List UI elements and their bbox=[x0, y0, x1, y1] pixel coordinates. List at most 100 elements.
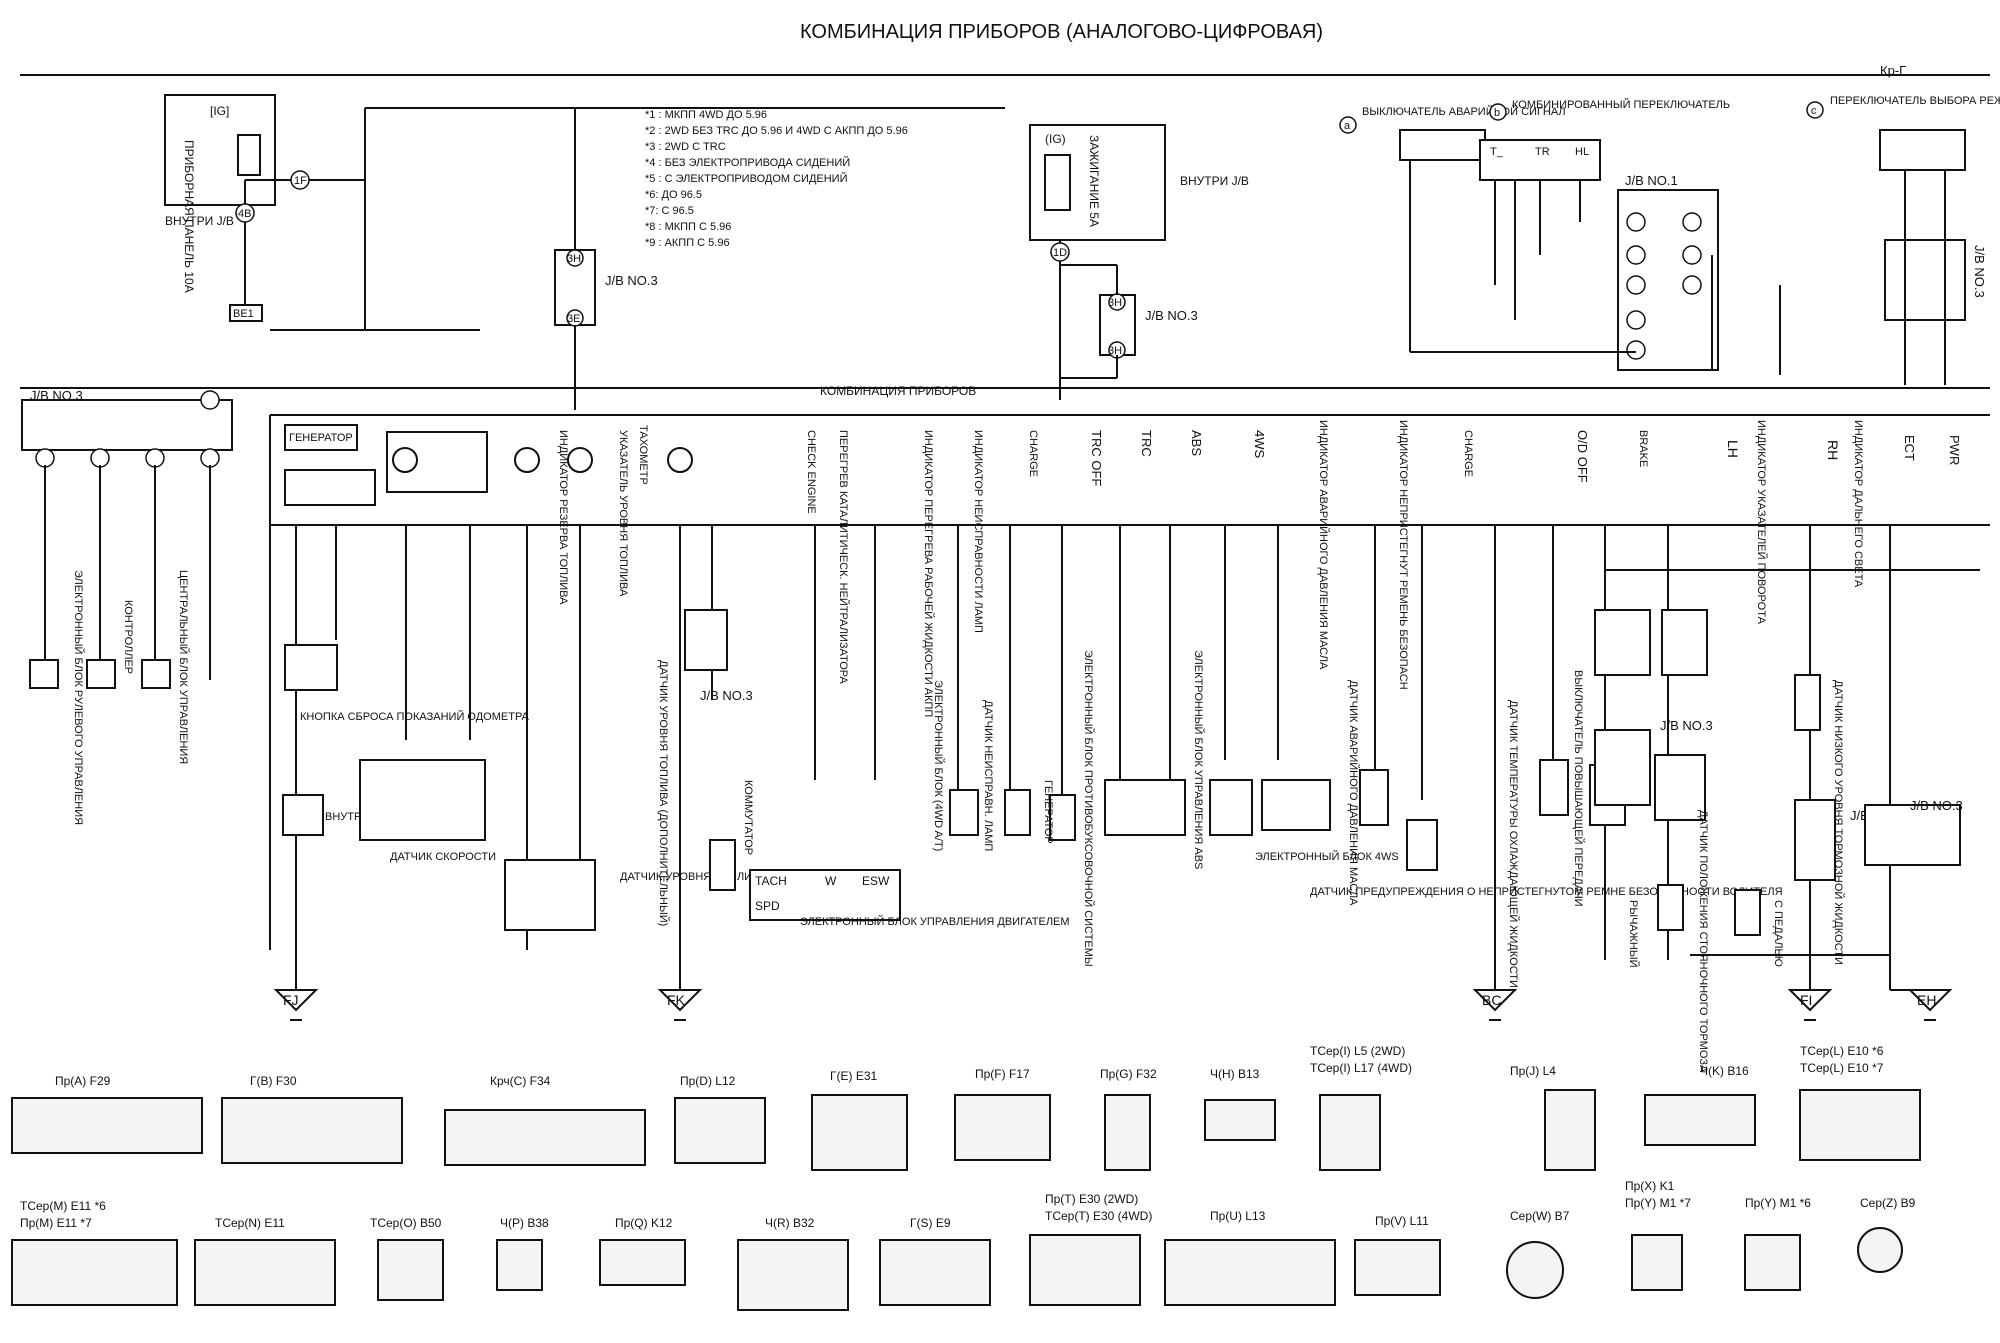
bottom-label-19: ДАТЧИК ПОЛОЖЕНИЯ СТОЯНОЧНОГО ТОРМОЗА bbox=[1697, 810, 1709, 1073]
ground-eh-label: EH bbox=[1917, 992, 1936, 1008]
note-1: *1 : МКПП 4WD ДО 5.96 bbox=[645, 109, 767, 121]
ignition-fuse-label: ЗАЖИГАНИЕ 5А bbox=[1087, 135, 1101, 227]
ground-fj: FJ bbox=[273, 950, 319, 1021]
hazard-switch-label: ВЫКЛЮЧАТЕЛЬ АВАРИЙНОЙ СИГНАЛ bbox=[1362, 105, 1566, 118]
ind-label-19: ИНДИКАТОР УКАЗАТЕЛЕЙ ПОВОРОТА bbox=[1755, 420, 1768, 625]
svg-text:4B: 4B bbox=[238, 208, 251, 220]
section-label: КОМБИНАЦИЯ ПРИБОРОВ bbox=[820, 384, 976, 398]
conn2-7: Г(S) E9 bbox=[910, 1216, 951, 1230]
ind-label-16: O/D OFF bbox=[1575, 430, 1590, 483]
bottom-label-6: ЭЛЕКТРОННЫЙ БЛОК (4WD A/T) bbox=[932, 680, 945, 851]
note-8: *8 : МКПП С 5.96 bbox=[645, 221, 731, 233]
conn2-12: Сер(W) B7 bbox=[1510, 1209, 1570, 1223]
connector-row-1: Пр(A) F29 Г(B) F30 Крч(C) F34 Пр(D) L12 … bbox=[11, 1044, 1921, 1171]
bottom-label-4: ДАТЧИК УРОВНЯ ТОПЛИВА (ДОПОЛНИТЕЛЬНЫЙ) bbox=[657, 660, 670, 926]
bottom-label-13: ДАТЧИК ПРЕДУПРЕЖДЕНИЯ О НЕПРИСТЕГНУТОМ Р… bbox=[1310, 886, 1783, 898]
note-7: *7: С 96.5 bbox=[645, 205, 694, 217]
ind-label-7: ИНДИКАТОР НЕИСПРАВНОСТИ ЛАМП bbox=[972, 430, 984, 633]
conn1-11: Ч(K) B16 bbox=[1700, 1064, 1749, 1078]
conn2-8: Пр(T) E30 (2WD) bbox=[1045, 1192, 1138, 1206]
ecu-tach: TACH bbox=[755, 874, 787, 888]
ind-label-18: LH bbox=[1725, 440, 1741, 458]
conn1-1: Г(B) F30 bbox=[250, 1074, 297, 1088]
ecu-esw: ESW bbox=[862, 874, 890, 888]
ind-label-10: TRC bbox=[1139, 430, 1154, 457]
note-6: *6: ДО 96.5 bbox=[645, 189, 702, 201]
ecu-w: W bbox=[825, 874, 837, 888]
conn2-14: Пр(Y) M1 *7 bbox=[1625, 1196, 1691, 1210]
conn2-9: TCep(T) E30 (4WD) bbox=[1045, 1209, 1152, 1223]
conn2-2: TCep(N) E11 bbox=[215, 1216, 285, 1230]
ground-fj-label: FJ bbox=[283, 992, 299, 1008]
svg-text:3H: 3H bbox=[1108, 297, 1122, 309]
note-5: *5 : С ЭЛЕКТРОПРИВОДОМ СИДЕНИЙ bbox=[645, 172, 848, 185]
combo-switch-label: КОМБИНИРОВАННЫЙ ПЕРЕКЛЮЧАТЕЛЬ bbox=[1512, 98, 1730, 111]
connector-row-2: TCep(M) E11 *6 Пр(M) E11 *7 TCep(N) E11 … bbox=[11, 1179, 1916, 1311]
conn2-13: Пр(X) K1 bbox=[1625, 1179, 1675, 1193]
generator-label: ГЕНЕРАТОР bbox=[289, 432, 353, 444]
bottom-label-11: ЭЛЕКТРОННЫЙ БЛОК 4WS bbox=[1255, 850, 1399, 863]
ind-label-4: CHECK ENGINE bbox=[805, 430, 817, 514]
conn2-11: Пр(V) L11 bbox=[1375, 1214, 1429, 1228]
svg-text:T_: T_ bbox=[1490, 146, 1504, 158]
bottom-label-8: ГЕНЕРАТОР bbox=[1042, 780, 1054, 844]
svg-text:1D: 1D bbox=[1053, 247, 1067, 259]
bottom-label-14: ДАТЧИК ТЕМПЕРАТУРЫ ОХЛАЖДАЮЩЕЙ ЖИДКОСТИ bbox=[1507, 700, 1520, 988]
ind-label-9: TRC OFF bbox=[1089, 430, 1104, 486]
ind-label-8: CHARGE bbox=[1027, 430, 1039, 477]
speed-sensor bbox=[359, 759, 486, 841]
legend-notes: *1 : МКПП 4WD ДО 5.96 *2 : 2WD БЕЗ TRC Д… bbox=[645, 109, 908, 249]
jb-label-a: J/B NO.3 bbox=[605, 273, 658, 288]
ind-label-15: CHARGE bbox=[1462, 430, 1474, 477]
ground-bc: BC bbox=[1472, 989, 1518, 1021]
ind-label-6: ИНДИКАТОР ПЕРЕГРЕВА РАБОЧЕЙ ЖИДКОСТИ АКП… bbox=[922, 430, 935, 717]
conn2-0: TCep(M) E11 *6 bbox=[20, 1199, 106, 1213]
ground-fk: FK bbox=[657, 950, 703, 1021]
conn2-15: Пр(Y) M1 *6 bbox=[1745, 1196, 1811, 1210]
ind-label-22: ECT bbox=[1902, 435, 1917, 461]
ground-fi: FI bbox=[1787, 989, 1833, 1021]
jb-label-c: J/B NO.1 bbox=[1625, 173, 1678, 188]
left-item-1: ЭЛЕКТРОННЫЙ БЛОК РУЛЕВОГО УПРАВЛЕНИЯ bbox=[72, 570, 85, 825]
fuse-panel-block: [IG] ПРИБОРНАЯ ПАНЕЛЬ 10А ВНУТРИ J/B bbox=[164, 94, 276, 293]
conn1-4: Г(E) E31 bbox=[830, 1069, 878, 1083]
at-mode-label: ПЕРЕКЛЮЧАТЕЛЬ ВЫБОРА РЕЖИМА РАБОТЫ АКПП bbox=[1830, 95, 2000, 107]
ignition-fuse-block: (IG) ЗАЖИГАНИЕ 5А ВНУТРИ J/B bbox=[1029, 124, 1249, 241]
jb-label-g: J/B NO.3 bbox=[700, 688, 753, 703]
ind-label-14: ИНДИКАТОР НЕПРИСТЕГНУТ РЕМЕНЬ БЕЗОПАСН bbox=[1397, 420, 1409, 690]
left-item-2: КОНТРОЛЛЕР bbox=[122, 600, 134, 674]
fuse-panel-label: ПРИБОРНАЯ ПАНЕЛЬ 10А bbox=[182, 140, 196, 293]
jb-label-d: J/B NO.3 bbox=[1972, 245, 1987, 298]
svg-text:3E: 3E bbox=[567, 313, 580, 325]
conn2-10: Пр(U) L13 bbox=[1210, 1209, 1266, 1223]
conn1-7: Ч(H) B13 bbox=[1210, 1067, 1260, 1081]
fuse-panel-inside: ВНУТРИ J/B bbox=[165, 214, 234, 228]
conn2-5: Пр(Q) K12 bbox=[615, 1216, 673, 1230]
conn1-5: Пр(F) F17 bbox=[975, 1067, 1030, 1081]
conn1-9: TCep(I) L17 (4WD) bbox=[1310, 1061, 1412, 1075]
left-jb-block: J/B NO.3 bbox=[21, 388, 233, 468]
svg-text:1F: 1F bbox=[294, 175, 307, 187]
conn1-3: Пр(D) L12 bbox=[680, 1074, 736, 1088]
ind-label-23: PWR bbox=[1947, 435, 1962, 465]
ind-label-2: УКАЗАТЕЛЬ УРОВНЯ ТОПЛИВА bbox=[617, 430, 629, 597]
svg-text:BE1: BE1 bbox=[233, 308, 254, 320]
bottom-label-20: ЭЛЕКТРОННЫЙ БЛОК УПРАВЛЕНИЯ ДВИГАТЕЛЕМ bbox=[800, 915, 1070, 928]
svg-text:3H: 3H bbox=[1108, 345, 1122, 357]
conn1-6: Пр(G) F32 bbox=[1100, 1067, 1157, 1081]
ignition-inside: ВНУТРИ J/B bbox=[1180, 174, 1249, 188]
jb-label-f: J/B NO.3 bbox=[1910, 798, 1963, 813]
bottom-label-15: ВЫКЛЮЧАТЕЛЬ ПОВЫШАЮЩЕЙ ПЕРЕДАЧИ bbox=[1572, 670, 1585, 907]
note-3: *3 : 2WD С TRC bbox=[645, 141, 726, 153]
ind-label-1: ИНДИКАТОР РЕЗЕРВА ТОПЛИВА bbox=[557, 430, 569, 605]
left-item-3: ЦЕНТРАЛЬНЫЙ БЛОК УПРАВЛЕНИЯ bbox=[177, 570, 190, 764]
svg-text:3H: 3H bbox=[567, 253, 581, 265]
conn1-10: Пр(J) L4 bbox=[1510, 1064, 1556, 1078]
conn1-12: TCep(L) E10 *6 bbox=[1800, 1044, 1884, 1058]
bottom-label-17: РЫЧАЖНЫЙ bbox=[1627, 900, 1640, 968]
ground-bc-label: BC bbox=[1482, 992, 1501, 1008]
indicator-columns: ИНДИКАТОР РЕЗЕРВА ТОПЛИВА УКАЗАТЕЛЬ УРОВ… bbox=[557, 420, 1962, 717]
bottom-label-12: ДАТЧИК АВАРИЙНОГО ДАВЛЕНИЯ МАСЛА bbox=[1347, 680, 1360, 906]
